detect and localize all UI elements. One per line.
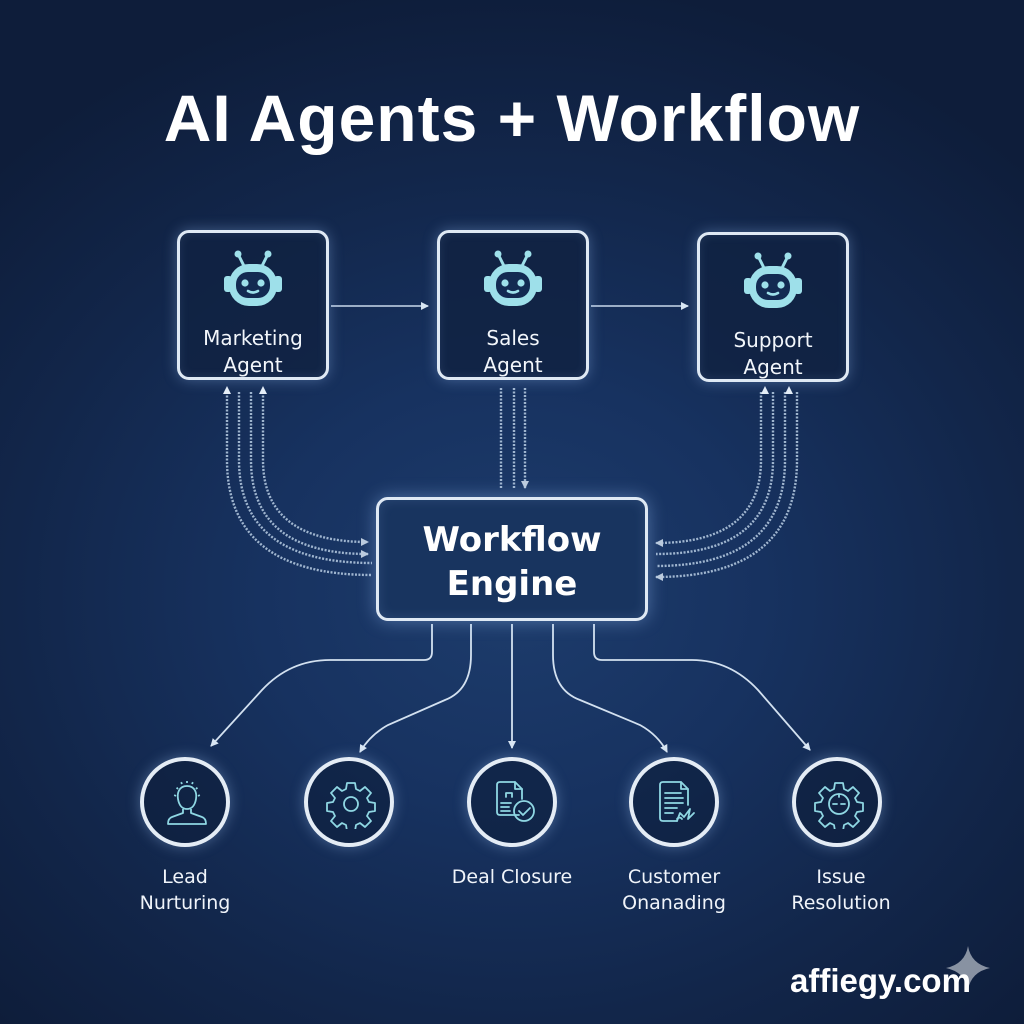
- deal-closure-node[interactable]: [467, 757, 557, 847]
- stream-marketing-4: [261, 392, 369, 546]
- robot-icon: [484, 250, 542, 306]
- customer-onboarding-node[interactable]: [629, 757, 719, 847]
- arrow-engine-to-onboarding: [552, 624, 668, 753]
- stream-support-3: [655, 392, 775, 556]
- issue-resolution-node[interactable]: [792, 757, 882, 847]
- deal-closure-label: Deal Closure: [451, 866, 573, 888]
- arrow-engine-to-lead: [210, 624, 433, 747]
- document-check-icon: [496, 781, 535, 822]
- sparkle-icon: [946, 946, 990, 990]
- process-node[interactable]: [304, 757, 394, 847]
- robot-icon: [224, 250, 282, 306]
- arrow-engine-to-gear: [359, 624, 472, 753]
- arrow-engine-to-resolution: [593, 624, 811, 751]
- gear-wrench-icon: [814, 782, 864, 829]
- robot-icon: [744, 252, 802, 308]
- stream-marketing-2: [237, 392, 373, 565]
- lead-nurturing-node[interactable]: [140, 757, 230, 847]
- stream-support-4: [655, 392, 763, 547]
- person-icon: [167, 781, 207, 825]
- document-signature-icon: [659, 781, 695, 822]
- stream-support-2: [655, 392, 787, 568]
- stream-support-1: [655, 392, 799, 581]
- stream-marketing-1: [225, 392, 373, 577]
- diagram-title: AI Agents + Workflow: [163, 81, 861, 155]
- watermark: affiegy.com: [790, 962, 971, 999]
- stream-marketing-3: [249, 392, 369, 558]
- gear-icon: [326, 782, 376, 829]
